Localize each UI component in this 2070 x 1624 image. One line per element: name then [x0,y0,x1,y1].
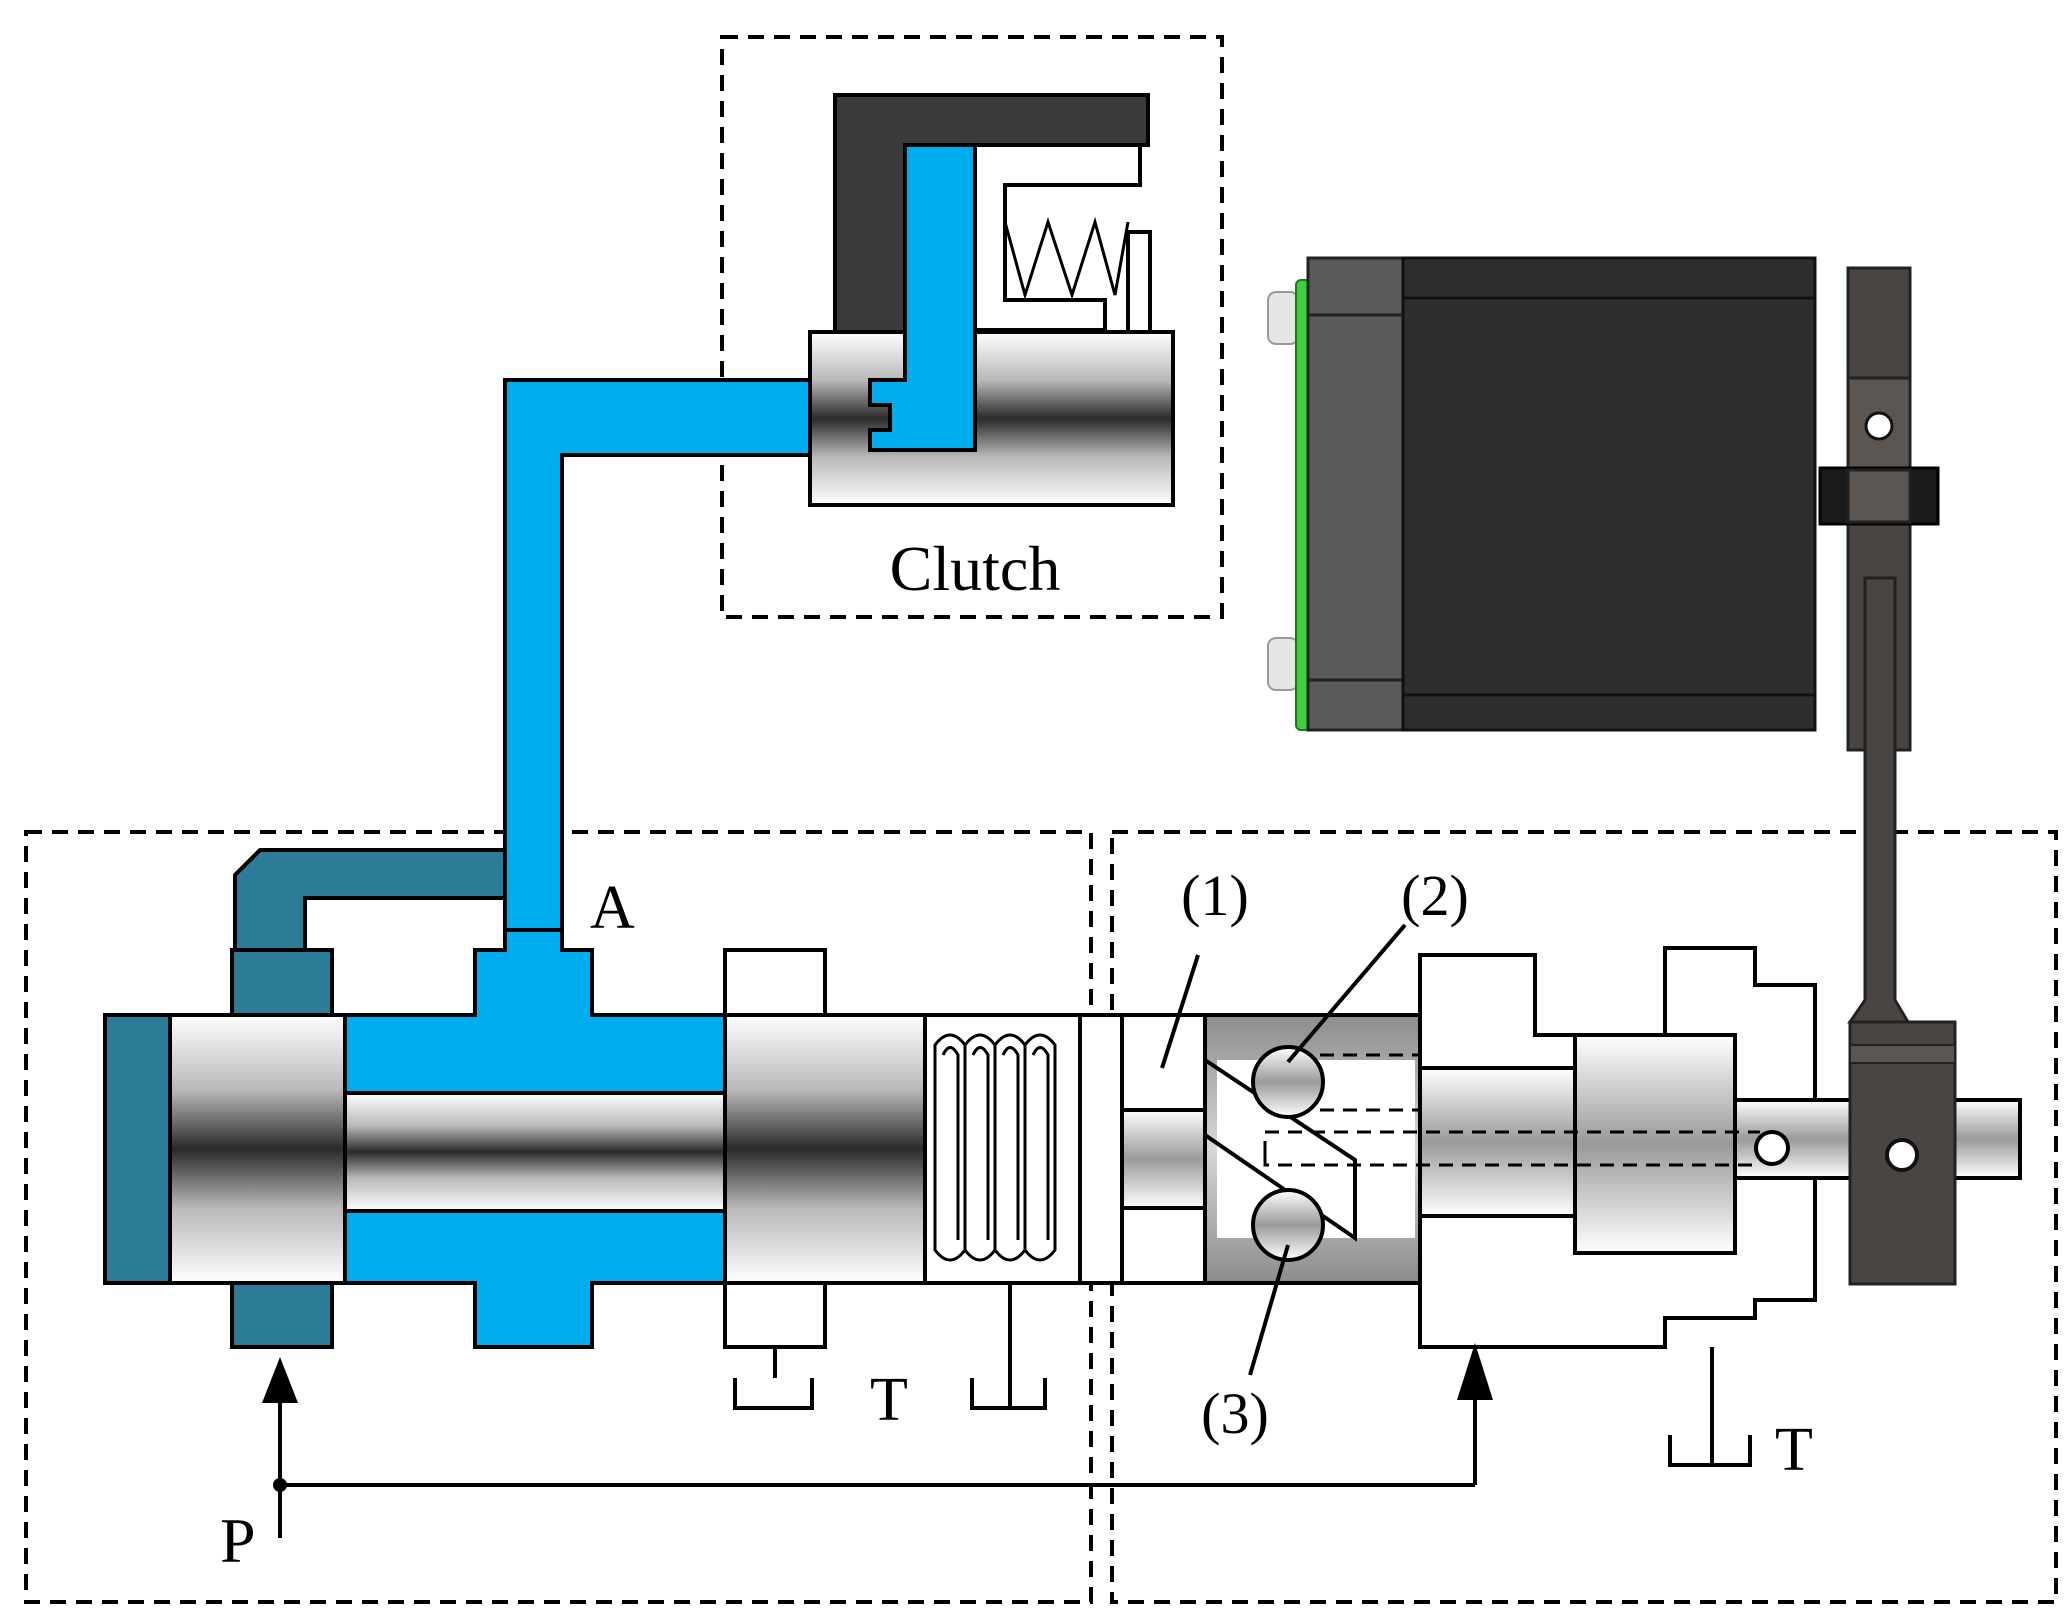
lever-lower-hole-2 [1885,1138,1919,1172]
pressure-port-label: P [220,1505,256,1576]
junction-dot [273,1478,287,1492]
tank-symbol-right [1668,1347,1752,1467]
clutch-spring [1003,216,1130,301]
arrow-head-left [262,1357,298,1403]
ball-2 [1251,1045,1325,1119]
motor-body [1401,256,1817,732]
tank-symbol-left-1 [733,1347,814,1410]
motor-pin-top [1267,291,1299,345]
pilot-port-top [230,948,334,1017]
tank-port-top [723,948,827,1017]
internal-channels [1263,1053,1760,1167]
motor-endcap [1306,256,1405,732]
callout-3-label: (3) [1201,1381,1269,1446]
clutch-piston [808,330,1175,507]
arrow-head-right [1457,1343,1493,1400]
oil-pipe [503,378,820,952]
clutch-group-box [720,35,1224,619]
clutch-spring-chamber [973,143,1142,332]
lever-upper-clamp [1846,468,1912,524]
clutch-oil-channel [868,143,977,452]
return-spring [933,1033,1057,1262]
lever-upper-hole [1864,411,1894,441]
shaft-left-land [1120,1013,1219,1112]
pilot-valve: (1) (2) (3) T [1120,863,2022,1484]
supply-line-to-clutch [503,378,820,952]
spring-chamber [923,1013,1082,1285]
tank-symbol-left-2 [970,1283,1047,1410]
callout-2-leader [1286,923,1407,1064]
clutch: Clutch [808,93,1175,604]
coupling-section [1078,1013,1124,1285]
tank-port-bottom [723,1281,827,1349]
callout-1-label: (1) [1181,863,1249,928]
shaft-pin-hole [1754,1130,1790,1166]
pilot-port-bottom [230,1281,334,1349]
ball-3 [1251,1188,1325,1262]
lever-lower-band-2 [1849,1044,1956,1064]
motor-pin-bottom [1267,637,1299,691]
spool-stem [343,1091,727,1213]
shaft-left [1120,1108,1219,1210]
callout-1-leader [1160,954,1200,1069]
port-a-label: A [590,874,635,942]
spool-land-right [723,1013,927,1285]
pilot-chamber [103,1013,172,1285]
pilot-oil-line [233,848,507,952]
callout-2-label: (2) [1401,863,1469,928]
spool-land-left [168,1013,347,1285]
callout-3-leader [1248,1244,1290,1376]
pressure-supply-line [278,1400,1477,1538]
tank-right-label: T [1775,1416,1813,1484]
pilot-spool-mid [1418,1066,1577,1218]
stepper-motor [1267,256,1817,732]
main-valve: A T [103,848,1124,1434]
clutch-spring-stop [1126,230,1152,334]
tank-left-label: T [870,1366,908,1434]
clutch-label: Clutch [890,533,1061,604]
pilot-spool-land [1573,1033,1737,1255]
